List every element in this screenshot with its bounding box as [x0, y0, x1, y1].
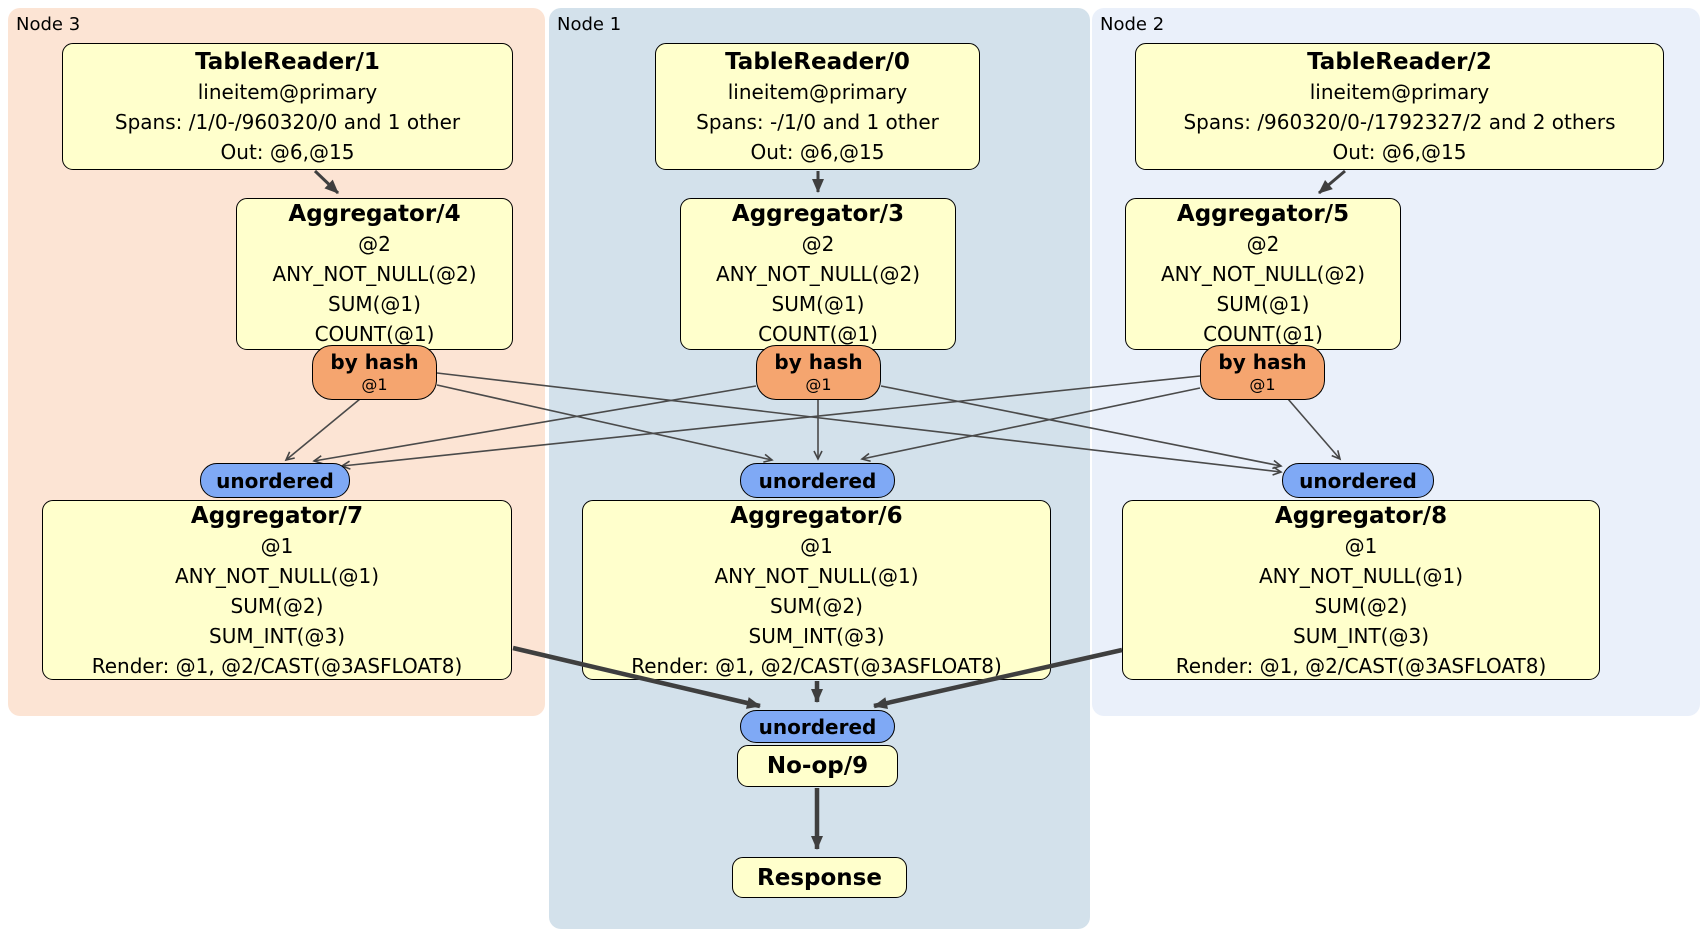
processor-aggregator-8: Aggregator/8 @1 ANY_NOT_NULL(@1) SUM(@2)… [1122, 500, 1600, 680]
stream-unordered-middle: unordered [740, 463, 895, 498]
processor-detail: Render: @1, @2/CAST(@3ASFLOAT8) [1175, 654, 1547, 678]
processor-detail: SUM_INT(@3) [748, 624, 885, 648]
hash-router-label: by hash [774, 350, 863, 374]
processor-detail: SUM(@1) [1216, 292, 1310, 316]
processor-detail: SUM_INT(@3) [209, 624, 345, 648]
processor-detail: ANY_NOT_NULL(@2) [1161, 262, 1365, 286]
processor-detail: Render: @1, @2/CAST(@3ASFLOAT8) [631, 654, 1002, 678]
processor-title: TableReader/1 [195, 49, 380, 75]
processor-detail: SUM(@2) [770, 594, 863, 618]
processor-detail: lineitem@primary [727, 80, 908, 104]
node2-label: Node 2 [1100, 14, 1165, 35]
processor-detail: Render: @1, @2/CAST(@3ASFLOAT8) [91, 654, 463, 678]
processor-detail: ANY_NOT_NULL(@1) [1259, 564, 1463, 588]
hash-router-columns: @1 [361, 375, 388, 394]
processor-noop-9: No-op/9 [737, 745, 898, 787]
processor-detail: COUNT(@1) [1203, 322, 1323, 346]
processor-detail: SUM(@1) [771, 292, 865, 316]
processor-detail: @2 [801, 232, 835, 256]
processor-detail: ANY_NOT_NULL(@1) [175, 564, 379, 588]
node3-label: Node 3 [16, 14, 81, 35]
processor-tablereader-2: TableReader/2 lineitem@primary Spans: /9… [1135, 43, 1664, 170]
node1-label: Node 1 [557, 14, 622, 35]
hash-router-label: by hash [1218, 350, 1307, 374]
processor-detail: Spans: /960320/0-/1792327/2 and 2 others [1183, 110, 1616, 134]
processor-aggregator-4: Aggregator/4 @2 ANY_NOT_NULL(@2) SUM(@1)… [236, 198, 513, 350]
processor-detail: SUM(@2) [230, 594, 324, 618]
processor-detail: ANY_NOT_NULL(@2) [716, 262, 920, 286]
stream-unordered-right: unordered [1282, 463, 1434, 498]
processor-detail: @2 [1246, 232, 1280, 256]
processor-title: Aggregator/7 [190, 503, 364, 529]
processor-detail: COUNT(@1) [314, 322, 435, 346]
processor-title: Response [757, 864, 882, 891]
processor-title: No-op/9 [766, 753, 869, 779]
stream-unordered-left: unordered [200, 463, 350, 498]
processor-detail: Spans: /1/0-/960320/0 and 1 other [114, 110, 461, 134]
hash-router-4: by hash @1 [312, 345, 437, 400]
processor-title: Aggregator/3 [731, 201, 905, 227]
processor-aggregator-6: Aggregator/6 @1 ANY_NOT_NULL(@1) SUM(@2)… [582, 500, 1051, 680]
hash-router-5: by hash @1 [1200, 345, 1325, 400]
processor-title: Aggregator/4 [288, 201, 461, 227]
processor-detail: COUNT(@1) [758, 322, 878, 346]
processor-title: Aggregator/6 [730, 503, 903, 529]
processor-title: TableReader/0 [725, 49, 910, 75]
processor-detail: lineitem@primary [197, 80, 378, 104]
processor-aggregator-5: Aggregator/5 @2 ANY_NOT_NULL(@2) SUM(@1)… [1125, 198, 1401, 350]
processor-detail: Out: @6,@15 [1332, 140, 1467, 164]
processor-detail: lineitem@primary [1309, 80, 1490, 104]
processor-aggregator-3: Aggregator/3 @2 ANY_NOT_NULL(@2) SUM(@1)… [680, 198, 956, 350]
processor-tablereader-0: TableReader/0 lineitem@primary Spans: -/… [655, 43, 980, 170]
processor-detail: SUM(@2) [1314, 594, 1408, 618]
processor-detail: SUM_INT(@3) [1293, 624, 1429, 648]
processor-aggregator-7: Aggregator/7 @1 ANY_NOT_NULL(@1) SUM(@2)… [42, 500, 512, 680]
processor-detail: ANY_NOT_NULL(@2) [272, 262, 477, 286]
processor-detail: Out: @6,@15 [750, 140, 885, 164]
processor-detail: Spans: -/1/0 and 1 other [696, 110, 939, 134]
processor-detail: Out: @6,@15 [220, 140, 355, 164]
processor-detail: @1 [800, 534, 833, 558]
processor-detail: @1 [1344, 534, 1378, 558]
hash-router-columns: @1 [1249, 375, 1276, 394]
processor-response: Response [732, 857, 907, 898]
hash-router-label: by hash [330, 350, 419, 374]
processor-detail: @1 [260, 534, 294, 558]
processor-detail: ANY_NOT_NULL(@1) [714, 564, 919, 588]
stream-unordered-final: unordered [740, 710, 895, 743]
hash-router-3: by hash @1 [756, 345, 881, 400]
hash-router-columns: @1 [805, 375, 832, 394]
processor-detail: SUM(@1) [328, 292, 421, 316]
processor-title: TableReader/2 [1307, 49, 1492, 75]
processor-tablereader-1: TableReader/1 lineitem@primary Spans: /1… [62, 43, 513, 170]
processor-detail: @2 [358, 232, 391, 256]
processor-title: Aggregator/8 [1274, 503, 1448, 529]
processor-title: Aggregator/5 [1176, 201, 1350, 227]
